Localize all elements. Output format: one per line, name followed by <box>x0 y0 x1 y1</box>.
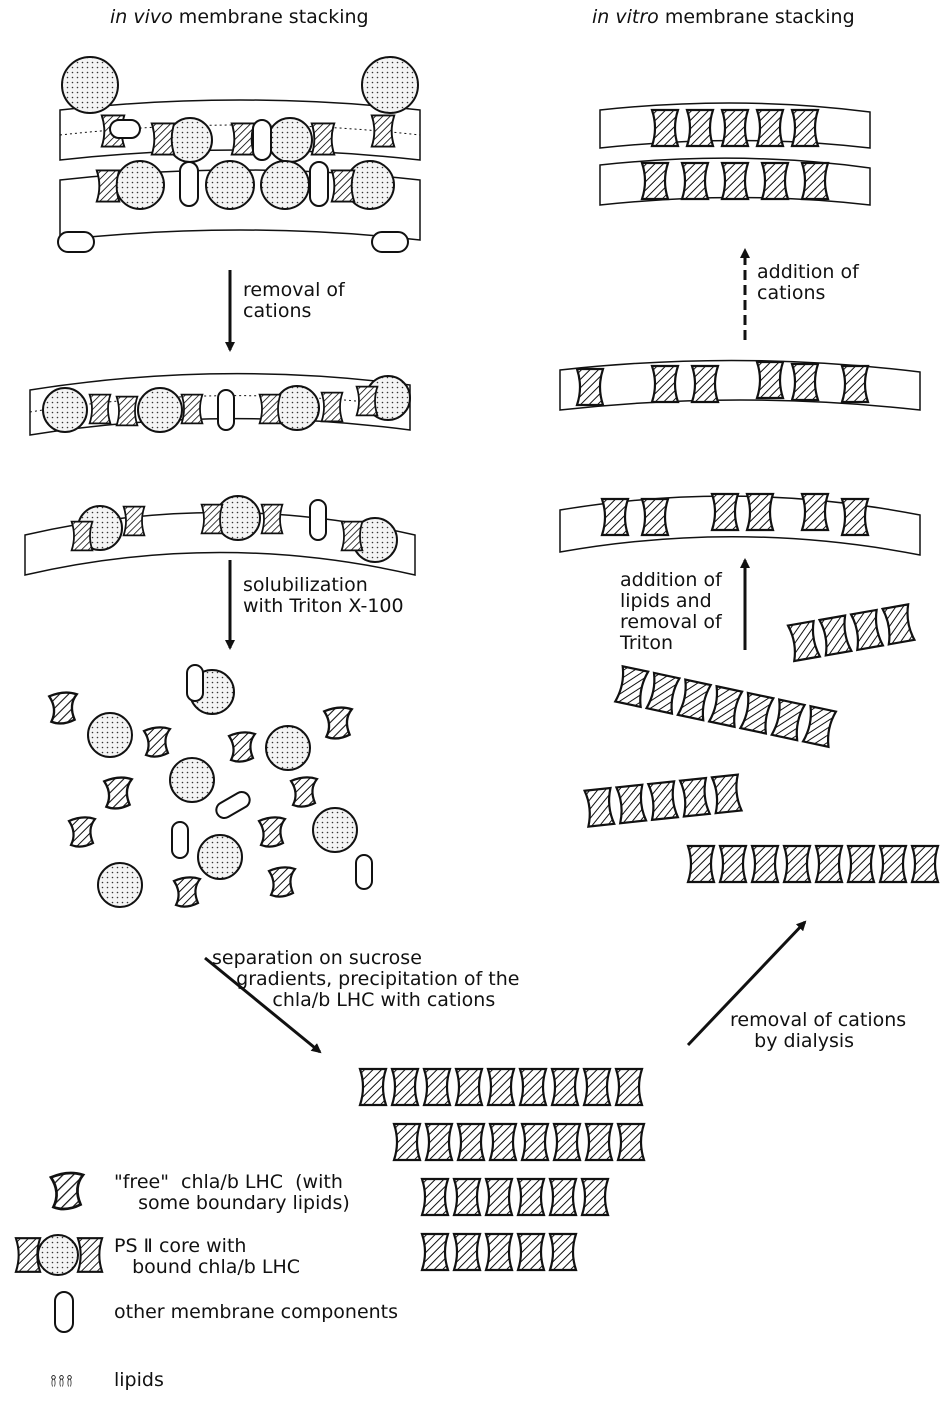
lhc-block <box>550 1179 576 1215</box>
lhc-block <box>586 1124 612 1160</box>
lhc-block <box>678 680 711 721</box>
lhc-block <box>360 1069 386 1105</box>
reconstituted-membrane-1 <box>560 494 920 555</box>
lhc-block <box>740 693 773 734</box>
lhc-block <box>880 846 906 882</box>
lhc-block <box>422 1179 448 1215</box>
lhc-block <box>552 1069 578 1105</box>
lhc-block <box>585 788 615 827</box>
lhc-block <box>456 1069 482 1105</box>
legend-ps2-core-label: PS Ⅱ core with bound chla/b LHC <box>114 1236 300 1278</box>
legend-other-label: other membrane components <box>114 1302 398 1323</box>
lhc-block <box>426 1124 452 1160</box>
lhc-block <box>752 846 778 882</box>
in-vivo-stack <box>58 57 420 252</box>
lhc-block <box>422 1234 448 1270</box>
lhc-block <box>803 706 836 747</box>
lhc-block <box>820 615 852 655</box>
lhc-block <box>518 1234 544 1270</box>
precipitated-lhc-aggregate <box>360 1069 644 1270</box>
lhc-block <box>584 1069 610 1105</box>
label-removal-of-cations: removal of cations <box>243 280 345 322</box>
lhc-block <box>392 1069 418 1105</box>
lhc-block <box>486 1234 512 1270</box>
lhc-block <box>488 1069 514 1105</box>
legend-other-components-icon <box>55 1292 73 1332</box>
lhc-block <box>550 1234 576 1270</box>
lhc-block <box>454 1234 480 1270</box>
label-cation-addition: addition of cations <box>757 262 859 304</box>
legend-free-lhc-label: "free" chla/b LHC (with some boundary li… <box>114 1172 350 1214</box>
reconstituted-membrane-2 <box>560 360 920 410</box>
lhc-block <box>615 666 648 707</box>
lhc-block <box>490 1124 516 1160</box>
lhc-block <box>616 785 646 824</box>
lhc-block <box>616 1069 642 1105</box>
lhc-block <box>520 1069 546 1105</box>
lhc-block <box>680 778 710 817</box>
lhc-block <box>424 1069 450 1105</box>
lhc-block <box>582 1179 608 1215</box>
lhc-block <box>816 846 842 882</box>
lhc-block <box>522 1124 548 1160</box>
lhc-block <box>394 1124 420 1160</box>
lhc-block <box>688 846 714 882</box>
lhc-block <box>554 1124 580 1160</box>
label-separation: separation on sucrose gradients, precipi… <box>212 948 519 1011</box>
lhc-block <box>788 621 820 661</box>
unstacked-membrane-2 <box>25 496 415 575</box>
lhc-block <box>848 846 874 882</box>
legend-symbols <box>16 1173 102 1387</box>
in-vitro-stack <box>600 103 870 205</box>
lhc-block <box>648 781 678 820</box>
in-vivo-title: in vivo membrane stacking <box>110 6 369 28</box>
lhc-block <box>883 604 915 644</box>
label-dialysis: removal of cations by dialysis <box>730 1010 906 1052</box>
lhc-row <box>585 775 742 827</box>
legend-free-lhc-icon <box>51 1173 83 1209</box>
legend-lipids-label: lipids <box>114 1370 164 1391</box>
lhc-block <box>772 700 805 741</box>
lhc-block <box>712 775 742 814</box>
label-lipid-addition: addition of lipids and removal of Triton <box>620 570 722 654</box>
lhc-block <box>454 1179 480 1215</box>
lhc-row <box>615 666 836 747</box>
lhc-block <box>912 846 938 882</box>
legend-ps2-core-icon <box>16 1235 102 1275</box>
lhc-row <box>688 846 938 882</box>
lhc-block <box>486 1179 512 1215</box>
lhc-block <box>851 610 883 650</box>
in-vitro-title: in vitro membrane stacking <box>592 6 855 28</box>
lhc-block <box>720 846 746 882</box>
lhc-block <box>458 1124 484 1160</box>
solubilized-components <box>49 665 372 907</box>
lhc-block <box>518 1179 544 1215</box>
unstacked-membrane-1 <box>30 374 410 435</box>
legend-lipid-icon <box>52 1376 72 1387</box>
lhc-row <box>788 604 914 661</box>
lhc-block <box>647 673 680 714</box>
lhc-block <box>618 1124 644 1160</box>
lhc-block <box>784 846 810 882</box>
label-solubilization: solubilization with Triton X-100 <box>243 575 404 617</box>
lhc-block <box>709 686 742 727</box>
